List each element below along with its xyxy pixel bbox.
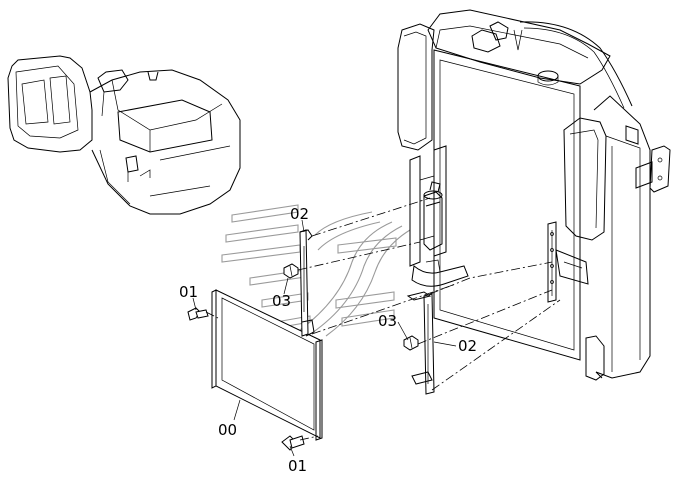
bolt-03-upper — [283, 263, 299, 279]
callout-01-lower: 01 — [288, 457, 307, 475]
callout-01-left: 01 — [179, 283, 198, 301]
bracket-lower — [406, 291, 435, 395]
callout-labels: 01 02 03 03 02 00 01 — [179, 205, 477, 475]
bolt-03-lower — [403, 335, 419, 351]
excavator-locator — [7, 55, 241, 215]
screen-frame — [211, 289, 323, 441]
bracket-upper — [299, 229, 315, 337]
assembly-lines — [205, 197, 561, 441]
watermark-logo — [221, 204, 411, 337]
callout-03-upper: 03 — [272, 292, 291, 310]
callout-02-lower: 02 — [458, 337, 477, 355]
wing-bolt-01-lower — [281, 435, 305, 451]
callout-02-upper: 02 — [290, 205, 309, 223]
leader-lines — [192, 219, 457, 457]
callout-03-lower: 03 — [378, 312, 397, 330]
callout-00: 00 — [218, 421, 237, 439]
wing-bolt-01-upper — [187, 307, 209, 321]
radiator-assembly — [397, 9, 671, 381]
